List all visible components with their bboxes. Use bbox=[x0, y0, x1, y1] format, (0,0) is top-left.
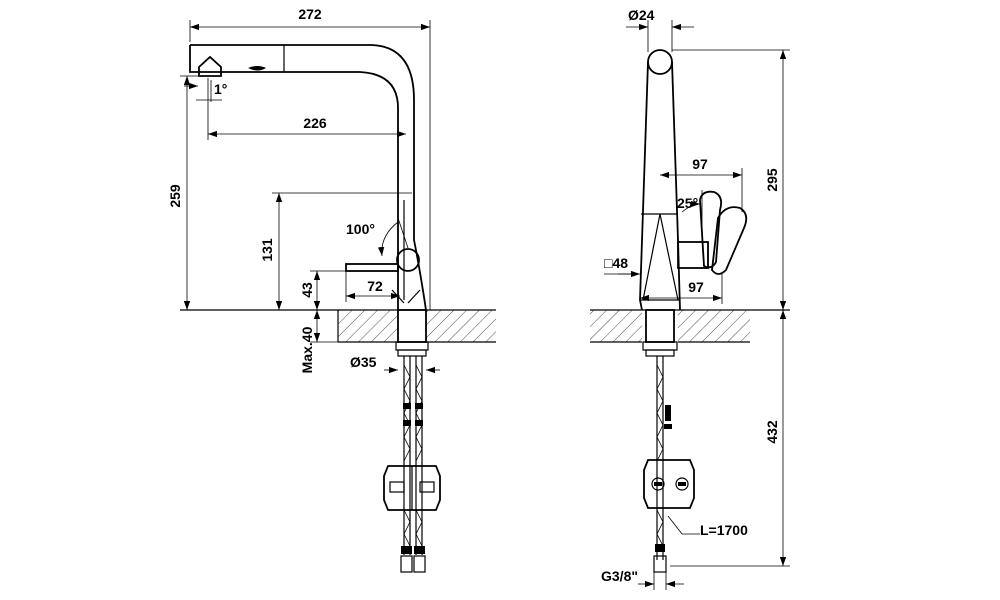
dim-base-reach: 97 bbox=[640, 272, 723, 304]
dim-base-square: □48 bbox=[604, 255, 640, 278]
dim-max-counter-thickness-label: Max.40 bbox=[299, 326, 315, 373]
shank-front bbox=[395, 309, 429, 357]
dim-lever-tilt: 25° bbox=[677, 190, 703, 240]
dim-overall-width: 272 bbox=[189, 6, 431, 310]
dim-lever-reach: 97 bbox=[660, 156, 743, 212]
countertop-side bbox=[590, 309, 790, 343]
dim-max-counter-thickness: Max.40 bbox=[299, 310, 338, 373]
dim-base-square-label: □48 bbox=[604, 255, 628, 271]
dim-spout-reach: 226 bbox=[207, 78, 406, 140]
dim-lever-length: 72 bbox=[345, 272, 400, 302]
dim-total-height-front: 259 bbox=[167, 75, 198, 310]
dim-lever-angle-label: 100° bbox=[346, 221, 375, 237]
dim-lever-height-label: 131 bbox=[259, 238, 275, 262]
side-view: Ø24 295 97 25° □48 9 bbox=[590, 7, 790, 590]
dim-hose-depth: 432 bbox=[670, 310, 790, 567]
dim-connection-thread: G3/8" bbox=[601, 558, 684, 590]
hose-side bbox=[643, 356, 695, 573]
dim-lever-height: 131 bbox=[259, 192, 412, 310]
dim-lever-reach-label: 97 bbox=[692, 156, 708, 172]
dim-base-height: 43 bbox=[299, 270, 352, 310]
dim-overall-width-label: 272 bbox=[298, 6, 322, 22]
dim-body-diameter-label: Ø24 bbox=[628, 7, 655, 23]
dim-lever-tilt-label: 25° bbox=[677, 195, 698, 211]
dim-base-height-label: 43 bbox=[299, 282, 315, 298]
dim-hose-length-label: L=1700 bbox=[700, 522, 748, 538]
hoses-front bbox=[383, 356, 441, 573]
dim-hose-depth-label: 432 bbox=[764, 420, 780, 444]
faucet-body-side bbox=[639, 49, 681, 311]
dim-hole-diameter: Ø35 bbox=[350, 354, 440, 374]
dim-spout-reach-label: 226 bbox=[303, 115, 327, 131]
faucet-body-front bbox=[345, 200, 427, 311]
dim-hole-diameter-label: Ø35 bbox=[350, 354, 377, 370]
dim-lever-angle: 100° bbox=[346, 217, 409, 257]
shank-side bbox=[642, 309, 678, 357]
front-view: 272 226 1° 259 131 bbox=[167, 6, 496, 573]
dim-hose-length: L=1700 bbox=[667, 515, 748, 538]
dim-connection-thread-label: G3/8" bbox=[601, 568, 638, 584]
dim-total-height-side-label: 295 bbox=[764, 168, 780, 192]
dim-body-diameter: Ø24 bbox=[626, 7, 694, 52]
lever-side bbox=[677, 190, 748, 275]
countertop-front bbox=[180, 309, 496, 343]
dim-spout-angle-label: 1° bbox=[214, 81, 227, 97]
dim-total-height-front-label: 259 bbox=[167, 184, 183, 208]
dim-lever-length-label: 72 bbox=[367, 278, 383, 294]
dim-base-reach-label: 97 bbox=[688, 279, 704, 295]
spout-front bbox=[189, 44, 415, 200]
dim-total-height-side: 295 bbox=[672, 49, 790, 310]
dim-spout-angle: 1° bbox=[184, 80, 227, 102]
